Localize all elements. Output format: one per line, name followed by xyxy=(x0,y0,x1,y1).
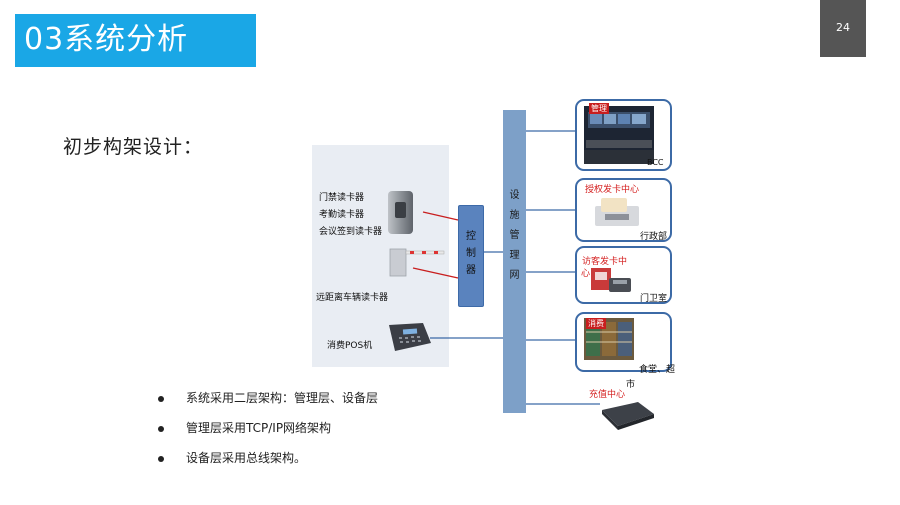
visitor-terminal-photo xyxy=(589,266,633,296)
bullet-item: 系统采用二层架构：管理层、设备层 xyxy=(158,388,378,408)
bullet-icon xyxy=(158,456,164,462)
door-reader-label: 门禁读卡器 xyxy=(319,190,364,203)
bullet-item: 设备层采用总线架构。 xyxy=(158,448,306,468)
authorization-tag: 授权发卡中心 xyxy=(585,182,639,195)
management-tag: 管理 xyxy=(589,103,609,114)
bullet-icon xyxy=(158,396,164,402)
card-issuing-photo xyxy=(595,196,641,230)
consumption-name-line1: 食堂、超 xyxy=(639,362,675,375)
meeting-reader-label: 会议签到读卡器 xyxy=(319,224,382,237)
control-room-photo xyxy=(584,106,654,164)
authorization-name: 行政部 xyxy=(640,229,667,242)
visitor-name: 门卫室 xyxy=(640,291,667,304)
bus-label: 设 施 管 理 网 xyxy=(503,186,526,286)
controller-label: 控 制 器 xyxy=(458,228,484,279)
card-reader-device-icon xyxy=(386,190,416,236)
attendance-reader-label: 考勤读卡器 xyxy=(319,207,364,220)
management-name: BCC xyxy=(647,158,664,167)
recharge-tag: 充值中心 xyxy=(589,387,625,400)
bullet-item: 管理层采用TCP/IP网络架构 xyxy=(158,418,331,438)
long-range-reader-label: 远距离车辆读卡器 xyxy=(316,290,388,303)
pos-terminal-icon xyxy=(383,321,433,353)
consumption-tag: 消费 xyxy=(586,318,606,329)
pos-label: 消费POS机 xyxy=(327,338,372,351)
recharge-reader-icon xyxy=(598,400,658,430)
consumption-name-line2: 市 xyxy=(626,377,635,390)
barrier-gate-icon xyxy=(388,243,446,277)
bullet-icon xyxy=(158,426,164,432)
